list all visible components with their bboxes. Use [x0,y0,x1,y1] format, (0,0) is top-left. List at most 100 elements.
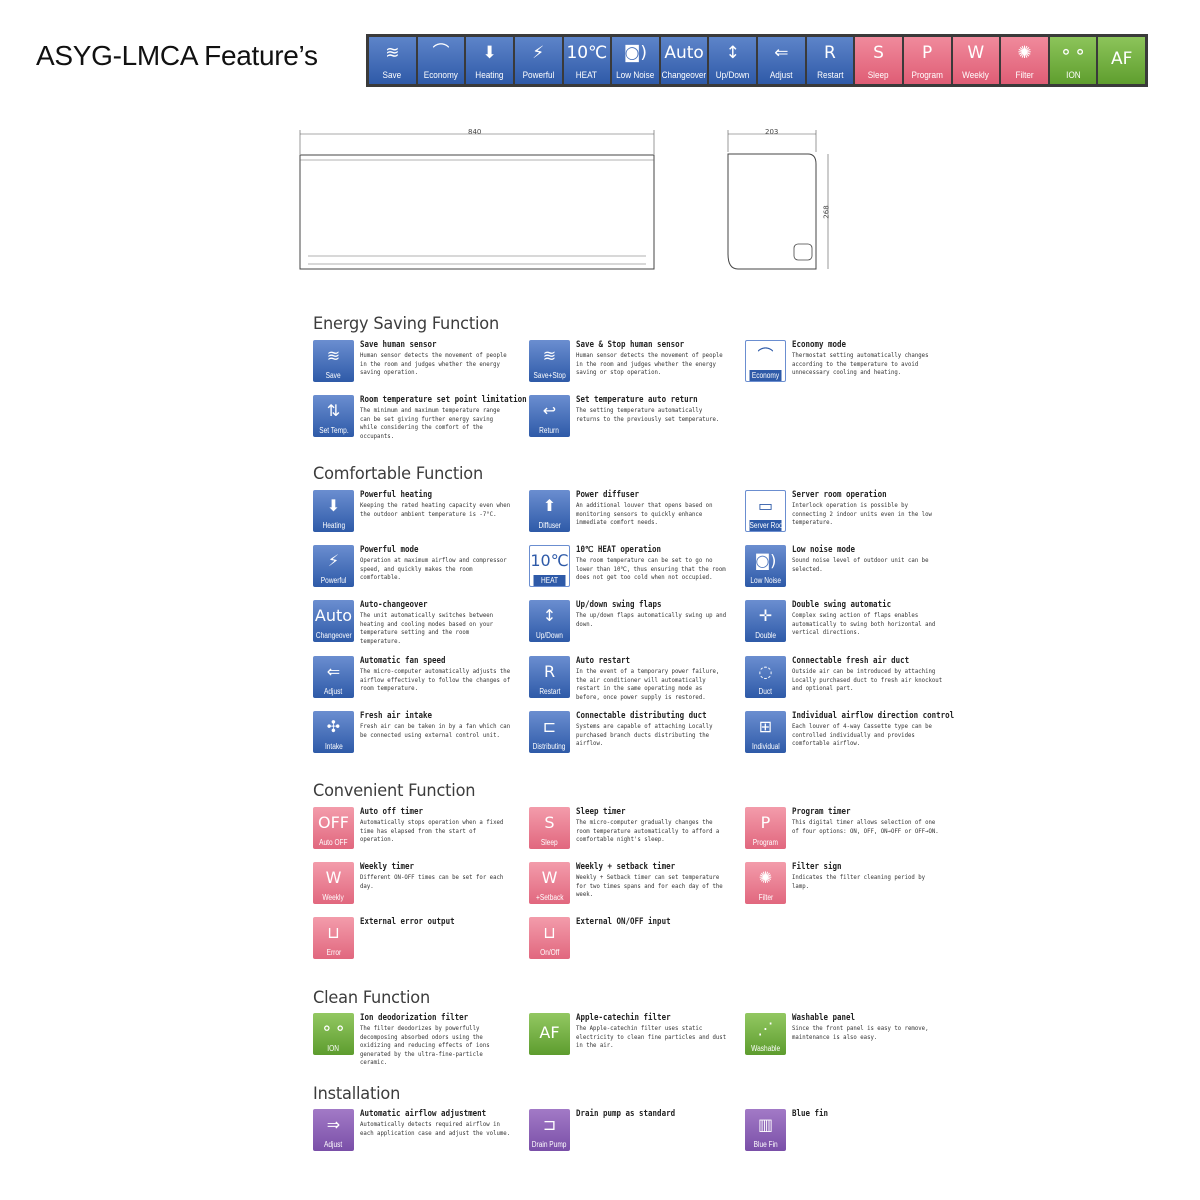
setback-icon: W+Setback [529,862,570,904]
feature-title: Auto-changeover [360,600,428,610]
feature-description: Different ON-OFF times can be set for ea… [360,874,504,890]
feature-text: External ON/OFF input [570,917,735,969]
feature-description: The Apple-catechin filter uses static el… [576,1025,727,1050]
heating-icon-label: Heating [322,521,345,530]
individual-glyph: ⊞ [758,716,773,736]
apple-icon: AF [529,1013,570,1055]
autooff-glyph: OFF [318,812,349,832]
program-icon-label: Program [752,838,779,847]
feature-title: Connectable fresh air duct [792,656,910,666]
washable-icon-label: Washable [751,1044,780,1053]
feature-description: Human sensor detects the movement of peo… [576,352,723,377]
feature-description: The up/down flaps automatically swing up… [576,612,727,628]
settemp-glyph: ⇅ [326,400,341,420]
sleep-timer-icon: S [873,43,884,63]
restart-icon-label: Restart [538,687,561,696]
sensor-waves-icon: ≋ [385,43,400,63]
feature-settemp: ⇅Set Temp.Room temperature set point lim… [313,395,527,447]
section-clean: Clean Function [313,988,430,1008]
feature-title: Weekly timer [360,862,415,872]
feature-title: Save & Stop human sensor [576,340,685,350]
auto-changeover-icon: Auto [664,43,704,63]
apple-filter-icon: AF [1110,48,1133,69]
diffuser-glyph: ⬆ [542,495,557,515]
program-timer-icon: P [922,43,933,63]
strip-tile-label: HEAT [576,70,598,81]
strip-tile-label: Restart [816,70,844,81]
heat10-glyph: 10℃ [530,550,569,570]
section-energy-saving: Energy Saving Function [313,314,500,334]
feature-title: External error output [360,917,455,927]
save-icon-label: Save [326,371,341,380]
strip-tile: ◙)Low Noise [612,37,659,84]
feature-description: Fresh air can be taken in by a fan which… [360,723,511,739]
feature-title: External ON/OFF input [576,917,671,927]
feature-title: Auto off timer [360,807,424,817]
feature-title: Server room operation [792,490,887,500]
feature-description: Systems are capable of attaching Locally… [576,723,713,748]
feature-title: Automatic airflow adjustment [360,1109,487,1119]
strip-tile: ↕Up/Down [709,37,756,84]
feature-title: Apple-catechin filter [576,1013,671,1023]
feature-description: Automatically stops operation when a fix… [360,819,504,844]
autooff-icon-label: Auto OFF [319,838,348,847]
strip-tile-label: Program [911,70,943,81]
feature-title: Economy mode [792,340,847,350]
strip-tile: ⚬⚬ION [1049,37,1097,84]
strip-tile-label: Adjust [769,70,793,81]
strip-tile-label: Save [383,70,402,81]
strip-tile: ⌒Economy [417,37,465,84]
individual-icon-label: Individual [751,742,780,751]
powerful-icon: ⚡Powerful [313,545,354,587]
distributing-icon-label: Distributing [533,742,566,751]
adjust-icon-label: Adjust [324,687,343,696]
width-dimension: 840 [468,128,482,136]
feature-description: Since the front panel is easy to remove,… [792,1025,929,1041]
feature-description: In the event of a temporary power failur… [576,668,720,701]
feature-individual: ⊞ Individual Individual airflow direction … [745,711,955,763]
updown-icon: ↕Up/Down [529,600,570,642]
duct-icon-label: Duct [758,687,773,696]
filter-icon-label: Filter [758,893,773,902]
strip-tile-label: Filter [1015,70,1034,81]
strip-tile-label: ION [1065,70,1081,81]
feature-description: Automatically detects required airflow i… [360,1121,511,1137]
feature-title: Connectable distributing duct [576,711,707,721]
onoff-icon-label: On/Off [539,948,560,957]
savestop-icon: ≋Save+Stop [529,340,570,382]
adjust-glyph: ⇐ [326,661,341,681]
feature-description: This digital timer allows selection of o… [792,819,939,835]
feature-text: Drain pump as standard [570,1109,735,1161]
filter-sign-icon: ✺ [1017,43,1032,63]
restart-r-icon: R [824,43,836,63]
weekly-timer-icon: W [967,43,985,63]
adjust-icon: ⇐ Adjust [313,656,354,698]
feature-title: Double swing automatic [792,600,892,610]
strip-tile: ⇐Adjust [758,37,805,84]
diffuser-icon: ⬆Diffuser [529,490,570,532]
